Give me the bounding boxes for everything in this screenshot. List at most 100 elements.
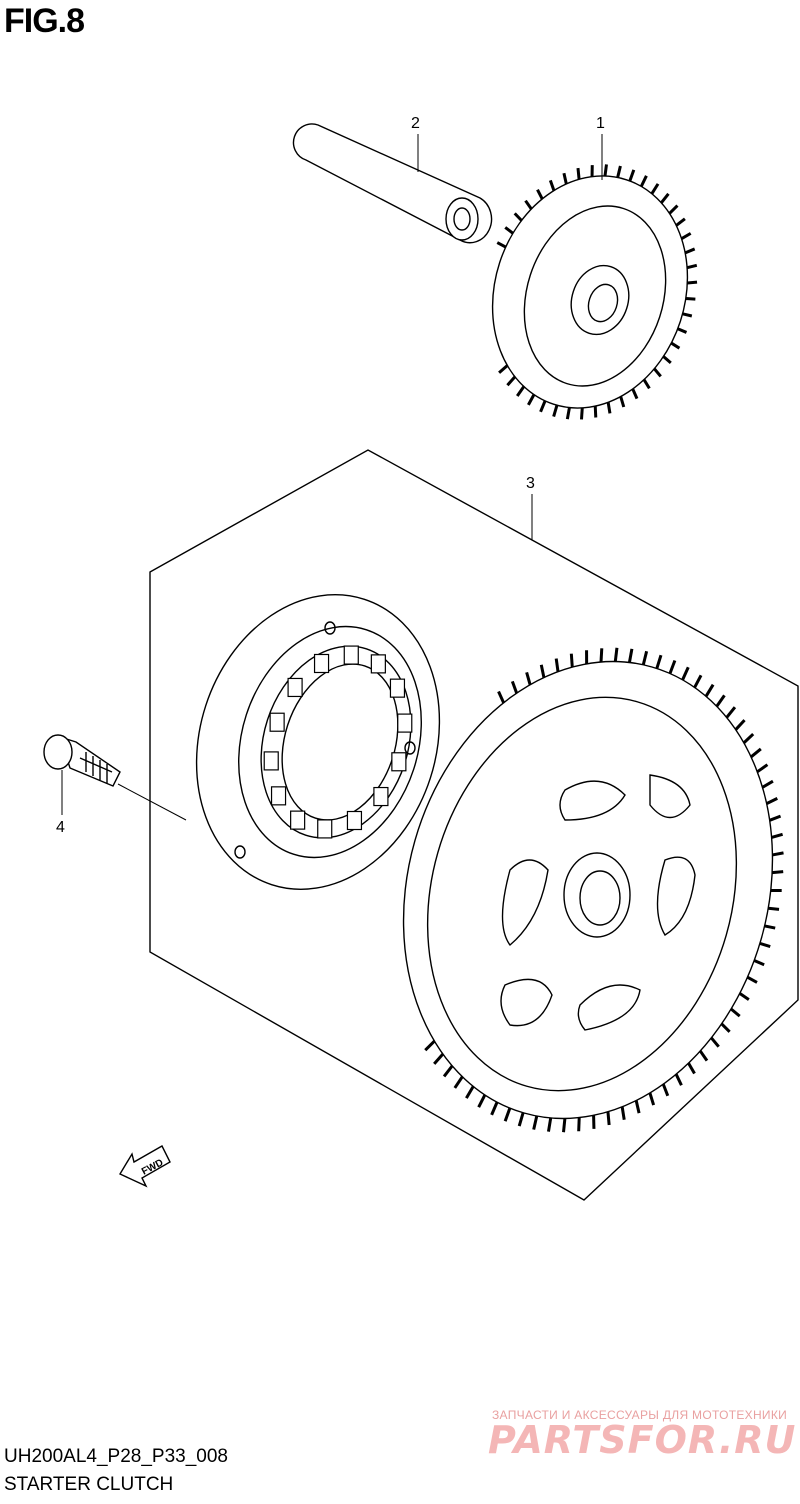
callout-3[interactable]: 3 — [526, 475, 535, 492]
gear-tooth — [715, 694, 726, 708]
gear-tooth — [525, 671, 532, 686]
gear-tooth — [725, 706, 737, 719]
gear-tooth — [536, 188, 544, 200]
gear-tooth — [668, 204, 679, 215]
gear-tooth — [539, 400, 547, 413]
gear-tooth — [506, 375, 517, 387]
gear-tooth — [490, 1101, 499, 1116]
gear-tooth — [765, 797, 778, 805]
leader-lines — [61, 134, 603, 815]
clutch-roller — [397, 713, 413, 733]
gear-tooth — [768, 906, 780, 911]
gear-tooth — [627, 648, 634, 663]
gear-tooth — [516, 385, 526, 397]
gear-tooth — [653, 367, 662, 378]
gear-tooth — [687, 280, 698, 285]
gear-tooth — [442, 1064, 454, 1078]
gear-tooth — [433, 1053, 445, 1065]
callout-1[interactable]: 1 — [596, 115, 605, 132]
gear-tooth — [465, 1085, 475, 1099]
gear-tooth — [710, 1036, 720, 1048]
gear-tooth — [562, 172, 568, 185]
gear-tooth — [631, 388, 639, 400]
watermark-logo: PARTSFOR.RU — [488, 1418, 797, 1462]
clutch-roller — [269, 712, 285, 732]
gear-tooth — [639, 175, 648, 188]
callout-2[interactable]: 2 — [411, 115, 420, 132]
gear-tooth — [569, 653, 574, 668]
gear-tooth — [562, 1118, 567, 1133]
clutch-roller — [343, 645, 359, 665]
part-3-one-way-clutch[interactable] — [159, 563, 476, 921]
figure-code: UH200AL4_P28_P33_008 — [4, 1446, 228, 1467]
gear-tooth — [746, 975, 758, 984]
gear-tooth — [548, 179, 556, 192]
gear-tooth — [606, 402, 612, 414]
gear-tooth — [498, 364, 509, 374]
figure-title: FIG.8 — [4, 2, 85, 40]
gear-tooth — [677, 327, 688, 334]
gear-tooth — [504, 226, 514, 235]
gear-tooth — [699, 1050, 709, 1062]
gear-tooth — [670, 341, 681, 350]
clutch-roller — [287, 677, 303, 698]
clutch-roller — [317, 819, 333, 839]
part-3-driven-gear[interactable] — [351, 617, 800, 1162]
gear-tooth — [772, 851, 784, 857]
gear-tooth — [576, 167, 581, 180]
gear-tooth — [756, 763, 769, 774]
gear-tooth — [684, 247, 696, 255]
gear-tooth — [686, 263, 698, 270]
gear-tooth — [503, 1107, 512, 1122]
gear-tooth — [593, 406, 598, 418]
gear-tooth — [579, 407, 584, 420]
watermark-tagline: ЗАПЧАСТИ И АКСЕССУАРЫ ДЛЯ МОТОТЕХНИКИ — [492, 1408, 788, 1422]
figure-name: STARTER CLUTCH — [4, 1474, 174, 1495]
gear-tooth — [655, 654, 663, 669]
gear-tooth — [771, 832, 784, 839]
fwd-arrow-icon: FWD — [118, 1145, 171, 1188]
clutch-roller — [270, 786, 287, 806]
clutch-roller — [389, 678, 406, 698]
gear-tooth — [552, 404, 559, 417]
gear-tooth — [764, 924, 776, 930]
gear-tooth — [527, 393, 536, 406]
gear-tooth — [772, 870, 784, 875]
assembly-frame — [149, 449, 799, 1201]
gear-tooth — [477, 1094, 487, 1108]
callout-4[interactable]: 4 — [56, 819, 65, 836]
gear-tooth — [641, 650, 649, 666]
gear-tooth — [565, 407, 571, 420]
gear-tooth — [720, 1022, 731, 1033]
gear-tooth — [742, 732, 755, 744]
gear-tooth — [510, 680, 519, 694]
gear-tooth — [577, 1117, 581, 1132]
clutch-roller — [373, 786, 389, 807]
gear-tooth — [642, 378, 651, 390]
gear-tooth — [693, 674, 703, 689]
gear-tooth — [761, 779, 774, 789]
gear-tooth — [619, 396, 626, 408]
clutch-roller — [263, 751, 279, 771]
clutch-roller — [313, 653, 330, 674]
clutch-roller — [370, 654, 386, 674]
gear-tooth — [517, 1112, 525, 1127]
gear-tooth — [599, 648, 604, 663]
gear-tooth — [753, 959, 765, 967]
gear-tooth — [603, 164, 608, 177]
gear-tooth — [759, 941, 771, 949]
part-4-bolt[interactable] — [43, 734, 187, 821]
gear-tooth — [648, 1092, 656, 1106]
gear-tooth — [554, 658, 560, 672]
part-2-shaft[interactable] — [292, 123, 493, 244]
gear-tooth — [634, 1100, 641, 1114]
gear-tooth — [616, 165, 622, 178]
gear-tooth — [730, 1007, 741, 1018]
gear-tooth — [675, 217, 686, 227]
part-1-gear[interactable] — [463, 150, 717, 433]
gear-tooth — [674, 1073, 683, 1086]
gear-tooth — [662, 355, 672, 365]
gear-tooth — [613, 647, 619, 662]
gear-tooth — [453, 1075, 464, 1089]
gear-tooth — [524, 199, 533, 210]
